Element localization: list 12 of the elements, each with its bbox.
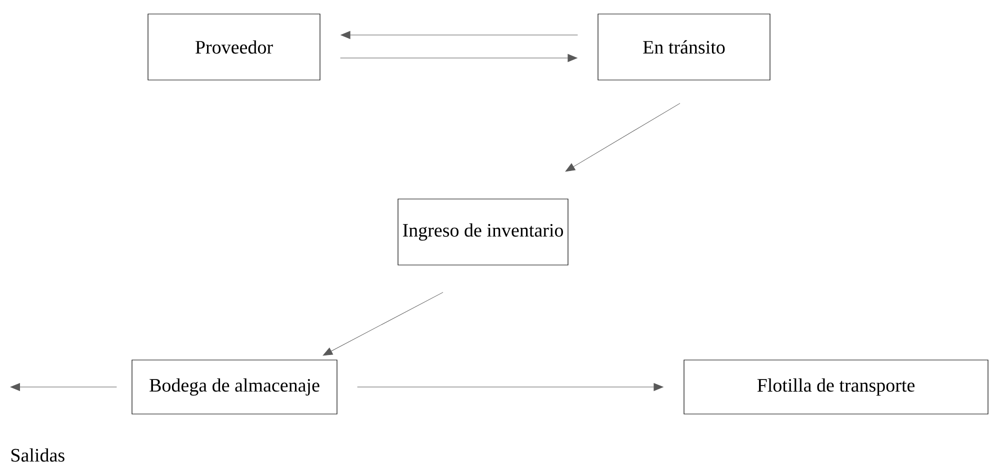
process-box: Flotilla de transporte [684,360,988,414]
arrow [322,292,444,356]
process-box: Proveedor [148,14,320,80]
outflow-label: Salidas [11,448,64,462]
arrow [340,31,578,39]
arrow [340,54,578,62]
arrow [565,103,680,172]
arrow [357,383,664,391]
process-box: En tránsito [598,14,770,80]
process-box: Bodega de almacenaje [132,360,338,414]
arrow [10,383,117,391]
process-box: Ingreso de inventario [398,198,568,266]
